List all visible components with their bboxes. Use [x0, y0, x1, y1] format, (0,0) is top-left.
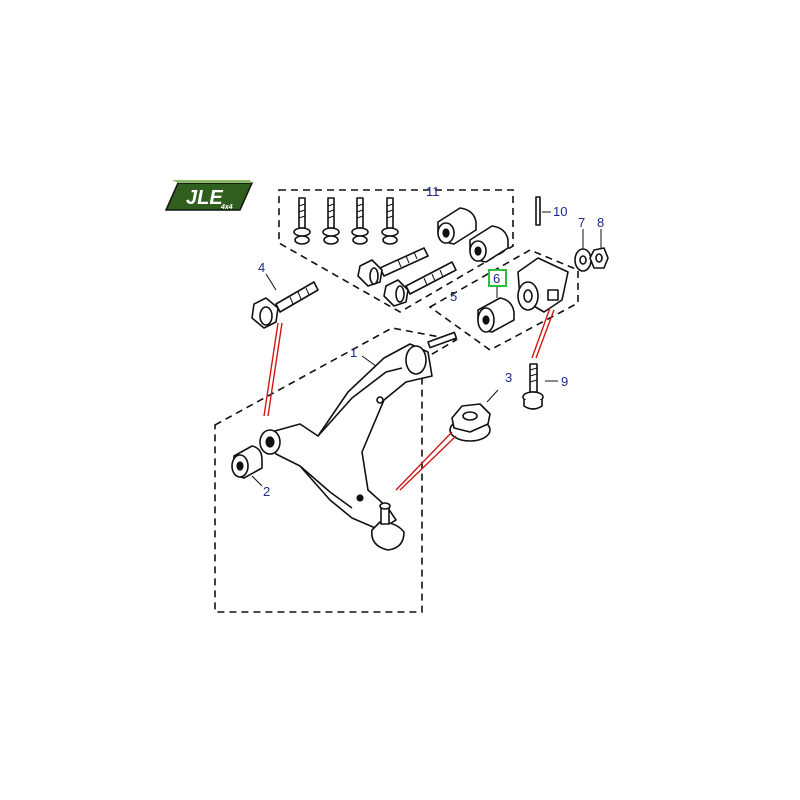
lower-control-arm-part-1	[259, 331, 458, 551]
red-arrows	[263, 307, 555, 491]
bolt-icon	[357, 247, 429, 287]
bolt-icon	[293, 197, 311, 245]
bolt-icon	[383, 261, 457, 307]
callout-6-highlight	[488, 269, 507, 287]
bolt-part-4	[251, 273, 319, 329]
bush-part-6	[477, 285, 515, 333]
callout-11: 11	[426, 184, 440, 199]
callout-3: 3	[505, 370, 512, 385]
kit-11-bushes	[437, 207, 509, 263]
washer-part-7	[574, 229, 592, 272]
bolt-part-9	[522, 363, 558, 410]
callout-7: 7	[578, 215, 585, 230]
logo-subtext: 4x4	[220, 204, 233, 211]
bush-icon	[437, 207, 477, 245]
bolt-icon	[351, 197, 369, 245]
nut-part-8	[589, 229, 609, 269]
bush-part-2	[231, 445, 263, 487]
clamp-bracket	[517, 257, 569, 313]
nut-part-3	[449, 389, 499, 442]
callout-5: 5	[450, 289, 457, 304]
kit-11-vertical-bolts	[293, 197, 399, 245]
jle-logo: JLE 4x4	[164, 180, 254, 211]
logo-text: JLE	[186, 187, 223, 209]
kit-11-boundary	[278, 189, 514, 313]
pin-part-10	[535, 196, 551, 226]
callout-8: 8	[597, 215, 604, 230]
bush-icon	[469, 225, 509, 263]
callout-6: 6	[493, 271, 500, 286]
callout-9: 9	[561, 374, 568, 389]
kit-5-boundary	[428, 249, 579, 351]
callout-1: 1	[350, 345, 357, 360]
bolt-icon	[322, 197, 340, 245]
callout-10: 10	[553, 204, 567, 219]
callout-4: 4	[258, 260, 265, 275]
kit-11-horizontal-bolts	[357, 247, 457, 307]
callout-2: 2	[263, 484, 270, 499]
bolt-icon	[381, 197, 399, 245]
